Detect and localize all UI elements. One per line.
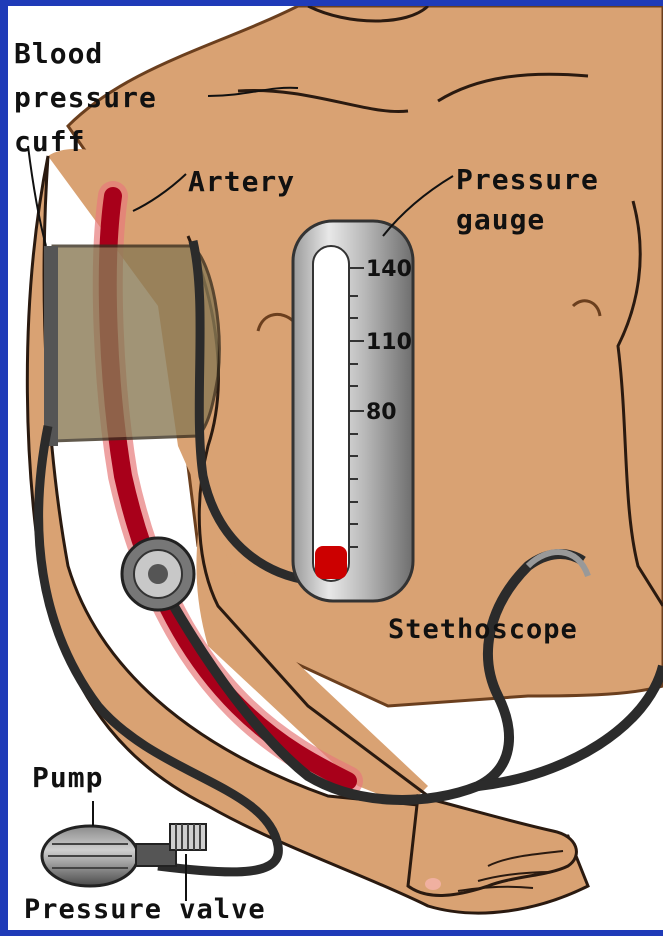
mercury-column (315, 546, 347, 579)
cuff-label-line1: Blood (14, 40, 103, 68)
stethoscope-label: Stethoscope (388, 616, 578, 643)
cuff-label-line3: cuff (14, 128, 85, 156)
gauge-label-110: 110 (366, 330, 412, 355)
gauge-label-line2: gauge (456, 206, 545, 234)
artery-label: Artery (188, 168, 295, 196)
gauge-label-80: 80 (366, 400, 397, 425)
pressure-valve (170, 824, 206, 850)
pump-bulb (42, 826, 176, 886)
gauge-label-140: 140 (366, 257, 412, 282)
cuff-label-line2: pressure (14, 84, 157, 112)
pump-label: Pump (32, 764, 103, 792)
stethoscope-head (122, 538, 194, 610)
cuff-dark-edge (44, 246, 58, 446)
diagram-frame: 140 110 80 Blood pressure cuff Artery Pr… (8, 6, 663, 930)
valve-label: Pressure valve (24, 896, 266, 923)
fingernail (425, 878, 441, 890)
blood-pressure-illustration: 140 110 80 (8, 6, 663, 930)
gauge-label-line1: Pressure (456, 166, 599, 194)
pressure-gauge: 140 110 80 (293, 221, 413, 601)
